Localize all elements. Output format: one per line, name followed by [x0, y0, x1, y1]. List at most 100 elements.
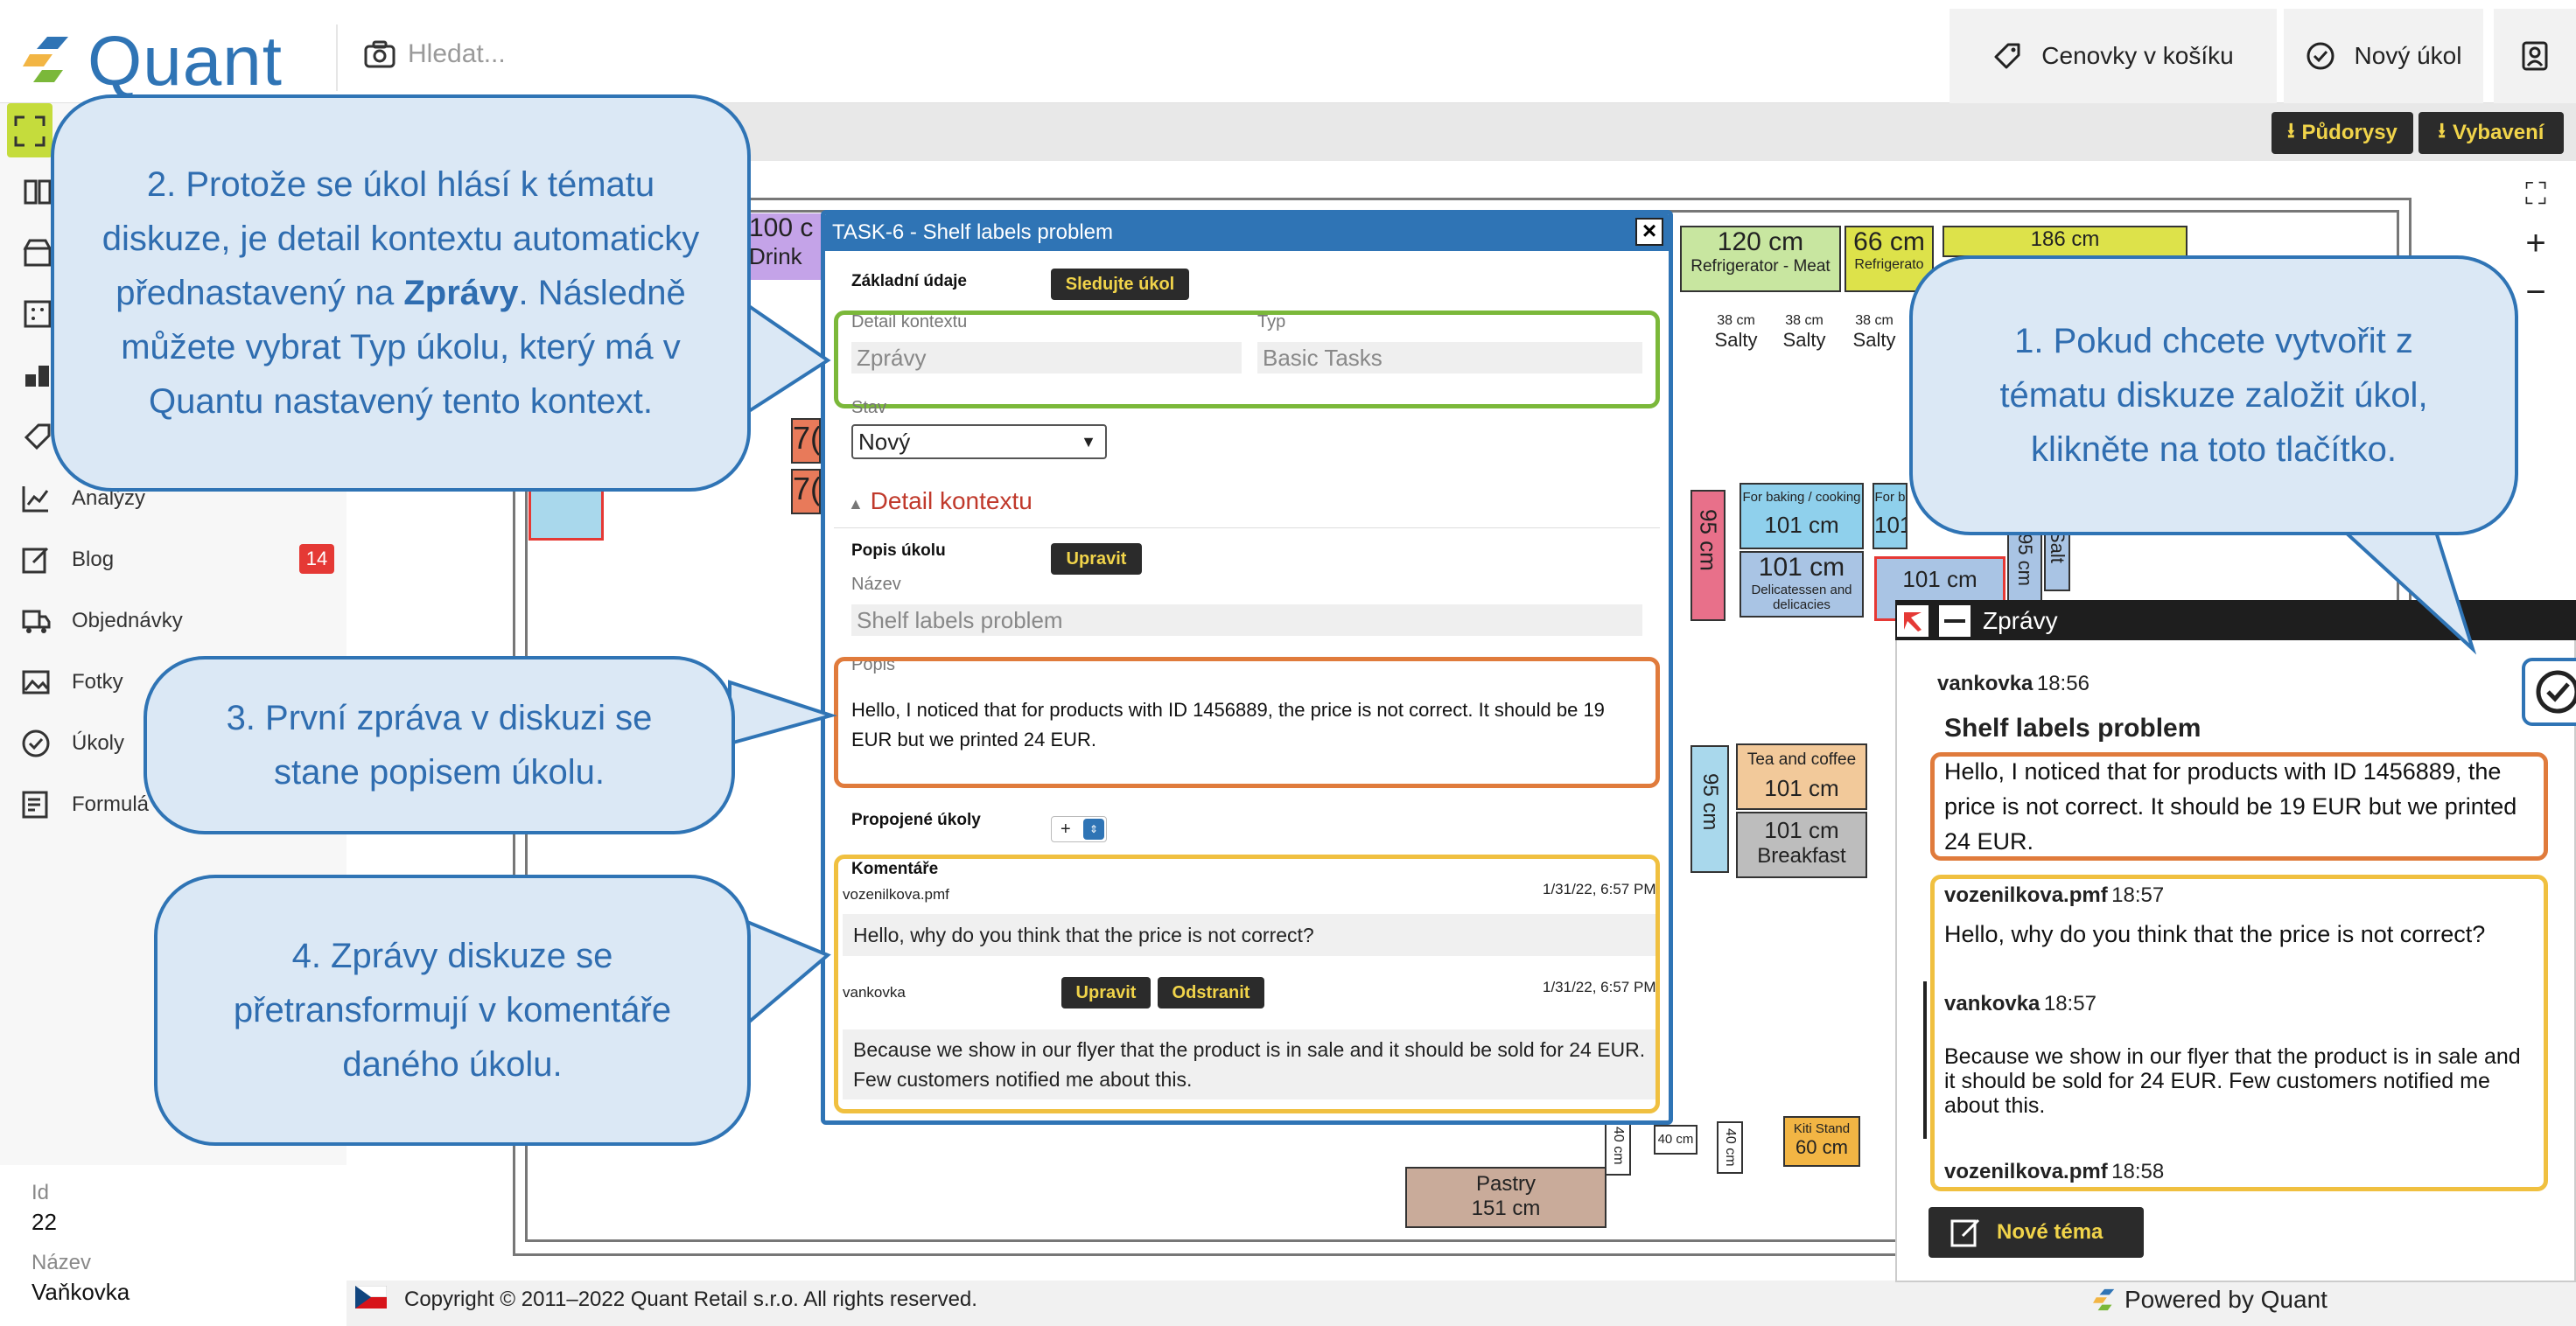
download-icon: ⭳ — [2287, 118, 2295, 143]
shelf[interactable]: Salt — [2044, 525, 2070, 591]
copyright-text: Copyright © 2011–2022 Quant Retail s.r.o… — [404, 1288, 977, 1311]
shelf[interactable]: 66 cm Refrigerato — [1844, 226, 1934, 292]
first-message-highlight — [1930, 752, 2548, 861]
context-detail-toggle[interactable]: ▲ Detail kontextu — [848, 487, 1032, 515]
context-label: Detail kontextu — [851, 312, 968, 332]
callout-3-tail — [728, 680, 837, 746]
new-topic-label: Nové téma — [1997, 1220, 2104, 1244]
shelf[interactable]: 95 cm — [2007, 525, 2042, 612]
comment-author: vankovka — [843, 984, 906, 1001]
grid-icon[interactable] — [23, 299, 52, 329]
close-icon[interactable]: × — [1635, 218, 1663, 246]
zoom-in-icon[interactable]: + — [2525, 224, 2546, 262]
shelf-sublabel: Drink — [749, 243, 802, 269]
shelf-sublabel: For baking / cooking — [1742, 490, 1861, 505]
shelf[interactable]: 100 c Drink — [749, 213, 822, 280]
shelf[interactable]: 7( — [791, 469, 821, 514]
minimize-icon[interactable] — [1939, 605, 1970, 637]
shelf[interactable]: 38 cm Salty — [1706, 289, 1766, 359]
shelf[interactable]: 40 cm — [1605, 1120, 1631, 1176]
chat-time: 18:57 — [2111, 883, 2165, 907]
fit-screen-icon[interactable]: ⛶ — [2525, 178, 2546, 211]
shelf-label: 95 cm — [1698, 773, 1722, 831]
context-highlight — [834, 311, 1660, 408]
context-field: Zprávy — [851, 342, 1242, 373]
sidebar-item-formulare[interactable]: Formulá — [21, 778, 336, 831]
powered-by[interactable]: Powered by Quant — [2093, 1286, 2328, 1314]
book-icon[interactable] — [23, 177, 52, 206]
search-input[interactable] — [406, 35, 931, 73]
shelf-label: 38 cm — [1717, 313, 1755, 328]
sidebar-item-fotky[interactable]: Fotky — [21, 656, 336, 708]
user-icon — [2522, 41, 2548, 71]
camera-icon[interactable] — [364, 40, 396, 68]
quant-logo-text[interactable]: Quant — [88, 22, 283, 100]
shelf-label: 7( — [793, 471, 821, 506]
sidebar-item-blog[interactable]: Blog — [21, 534, 336, 586]
name-value: Vaňkovka — [32, 1279, 130, 1305]
new-task-button[interactable]: Nový úkol — [2284, 9, 2483, 103]
sidebar-item-label: Úkoly — [72, 731, 125, 755]
callout-1-tail — [2266, 530, 2477, 655]
boxes-icon[interactable] — [23, 360, 52, 390]
delete-comment-button[interactable]: Odstranit — [1158, 977, 1264, 1008]
czech-flag-icon[interactable] — [355, 1286, 387, 1309]
chat-time: 18:56 — [2036, 672, 2090, 695]
shelf[interactable]: For b 101 cm — [1872, 483, 1908, 549]
shelf-label: 40 cm — [1611, 1127, 1626, 1165]
shelf-sublabel: Salty — [1852, 329, 1896, 351]
sidebar-item-floorplan-active[interactable] — [7, 103, 52, 157]
zoom-out-icon[interactable]: − — [2525, 273, 2546, 311]
shelf[interactable]: 38 cm Salty — [1844, 289, 1904, 359]
store-icon[interactable] — [23, 238, 52, 268]
shelf[interactable]: 40 cm — [1654, 1125, 1698, 1155]
shelf[interactable]: 7( — [791, 418, 821, 464]
user-profile-button[interactable] — [2494, 9, 2576, 103]
triangle-up-icon: ▲ — [848, 495, 864, 513]
shelf[interactable]: 101 cm Delicatessen and delicacies — [1740, 551, 1864, 618]
type-field[interactable]: Basic Tasks — [1257, 342, 1642, 373]
store-info: Id 22 Název Vaňkovka — [0, 1165, 346, 1314]
shelf-highlighted[interactable] — [528, 483, 604, 541]
sidebar-item-objednavky[interactable]: Objednávky — [21, 595, 336, 647]
shelf[interactable]: Tea and coffee 101 cm — [1736, 743, 1867, 810]
state-value: Nový — [858, 429, 911, 455]
chat-reply-header: vankovka 18:57 — [1944, 992, 2096, 1016]
new-topic-button[interactable]: Nové téma — [1928, 1207, 2144, 1258]
pin-icon[interactable] — [1897, 605, 1928, 637]
cart-prices-button[interactable]: Cenovky v košíku — [1950, 9, 2277, 103]
edit-comment-button[interactable]: Upravit — [1061, 977, 1151, 1008]
tag-icon[interactable] — [23, 422, 52, 451]
shelf[interactable]: Pastry 151 cm — [1405, 1167, 1606, 1228]
description-heading: Popis úkolu — [851, 541, 946, 560]
callout-3-text: 3. První zpráva v diskuzi se stane popis… — [226, 699, 653, 792]
shelf[interactable]: Kiti Stand 60 cm — [1783, 1116, 1860, 1167]
floorplans-download-button[interactable]: ⭳ Půdorysy — [2272, 112, 2413, 154]
shelf[interactable]: 95 cm — [1690, 490, 1726, 621]
callout-3: 3. První zpráva v diskuzi se stane popis… — [144, 656, 735, 834]
sidebar-item-ukoly[interactable]: Úkoly — [21, 717, 336, 770]
linked-tasks-select[interactable]: + ⇕ — [1051, 816, 1107, 842]
comments-highlight — [834, 855, 1660, 1113]
id-label: Id — [32, 1181, 50, 1204]
download-icon: ⭳ — [2438, 118, 2446, 143]
follow-task-button[interactable]: Sledujte úkol — [1051, 269, 1189, 300]
create-task-button[interactable] — [2522, 658, 2576, 726]
shelf-sublabel: 60 cm — [1796, 1136, 1848, 1158]
shelf[interactable]: 95 cm — [1690, 745, 1729, 873]
task-modal: TASK-6 - Shelf labels problem × Základní… — [821, 210, 1673, 1125]
shelf-label: Tea and coffee — [1746, 750, 1857, 769]
shelf-label: 186 cm — [2030, 227, 2100, 251]
edit-description-button[interactable]: Upravit — [1051, 543, 1142, 575]
quant-logo-icon[interactable] — [23, 33, 75, 86]
shelf-label: 100 c — [749, 213, 814, 242]
state-select[interactable]: Nový ▼ — [851, 424, 1107, 459]
shelf[interactable]: 120 cm Refrigerator - Meat — [1680, 226, 1841, 292]
shelf[interactable]: For baking / cooking 101 cm — [1740, 483, 1864, 549]
sidebar-item-label: Blog — [72, 548, 115, 571]
shelf[interactable]: 101 cm Breakfast — [1736, 812, 1867, 878]
shelf[interactable]: 40 cm — [1717, 1121, 1743, 1174]
equipment-download-button[interactable]: ⭳ Vybavení — [2418, 112, 2564, 154]
chat-topic-title: Shelf labels problem — [1944, 714, 2202, 743]
shelf[interactable]: 38 cm Salty — [1774, 289, 1834, 359]
